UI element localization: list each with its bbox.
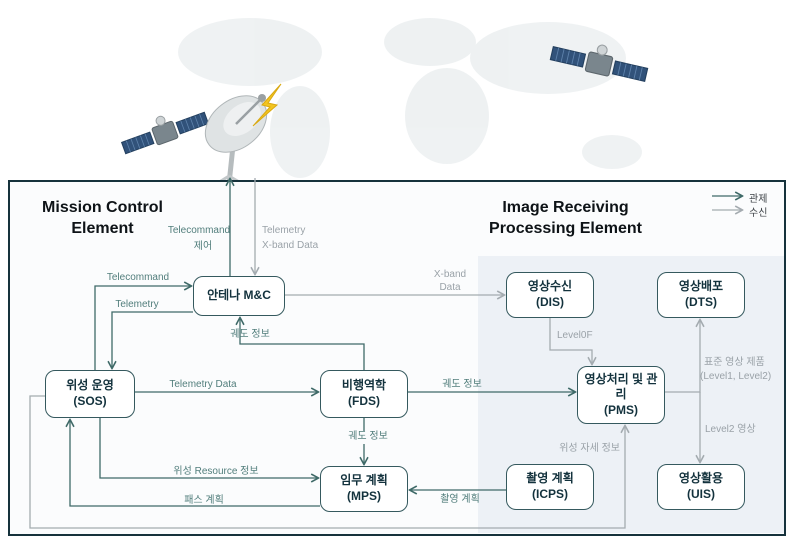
edge-label-orbit-to-pms: 궤도 정보: [442, 379, 482, 390]
edge-label-orbit-to-antenna: 궤도 정보: [230, 329, 270, 340]
edge-label-telecommand-side: Telecommand: [106, 272, 170, 283]
node-uis: 영상활용 (UIS): [657, 464, 745, 510]
edge-label-sat-resource: 위성 Resource 정보: [173, 466, 259, 477]
satellite-icon: [120, 111, 210, 155]
node-pms: 영상처리 및 관리 (PMS): [577, 366, 665, 424]
edge-label-pass-plan: 패스 계획: [184, 495, 224, 506]
edge-label-shoot-plan: 촬영 계획: [440, 494, 480, 505]
node-dis: 영상수신 (DIS): [506, 272, 594, 318]
edge-label-xband-down: X-band Data: [262, 240, 319, 251]
node-sos: 위성 운영 (SOS): [45, 370, 135, 418]
satellite-icon: [549, 44, 649, 82]
ground-antenna-icon: [204, 94, 268, 188]
edge-label-std-product-line2: (Level1, Level2): [700, 371, 772, 382]
section-title-mission-control: Mission Control Element: [42, 199, 163, 237]
legend-control-label: 관제: [749, 194, 768, 205]
legend-receive-label: 수신: [749, 208, 768, 219]
node-mps: 임무 계획 (MPS): [320, 466, 408, 512]
edge-label-orbit-to-mps: 궤도 정보: [341, 431, 395, 444]
node-fds: 비행역학 (FDS): [320, 370, 408, 418]
signal-bolt-icon: [252, 83, 282, 127]
edge-label-telemetry-side: Telemetry: [115, 299, 159, 310]
edge-label-sat-attitude: 위성 자세 정보: [559, 443, 620, 454]
node-icps: 촬영 계획 (ICPS): [506, 464, 594, 510]
edge-label-telemetry-down: Telemetry: [262, 225, 306, 236]
edge-label-telecommand-up: Telecommand: [167, 225, 231, 236]
section-title-image-receiving: Image Receiving Processing Element: [489, 199, 642, 237]
edge-label-xband-line1: X-band: [433, 269, 467, 280]
node-dts: 영상배포 (DTS): [657, 272, 745, 318]
top-artwork: [120, 18, 649, 188]
edge-label-telemetry-data: Telemetry Data: [169, 379, 237, 390]
edge-label-xband-line2: Data: [439, 282, 461, 293]
node-antenna-mc: 안테나 M&C: [193, 276, 285, 316]
world-map-icon: [178, 18, 642, 178]
edge-label-control-kr: 제어: [193, 241, 213, 252]
edge-label-std-product-line1: 표준 영상 제품: [704, 357, 765, 368]
edge-label-level0f: Level0F: [557, 330, 593, 341]
edge-label-level2-image: Level2 영상: [705, 424, 756, 435]
